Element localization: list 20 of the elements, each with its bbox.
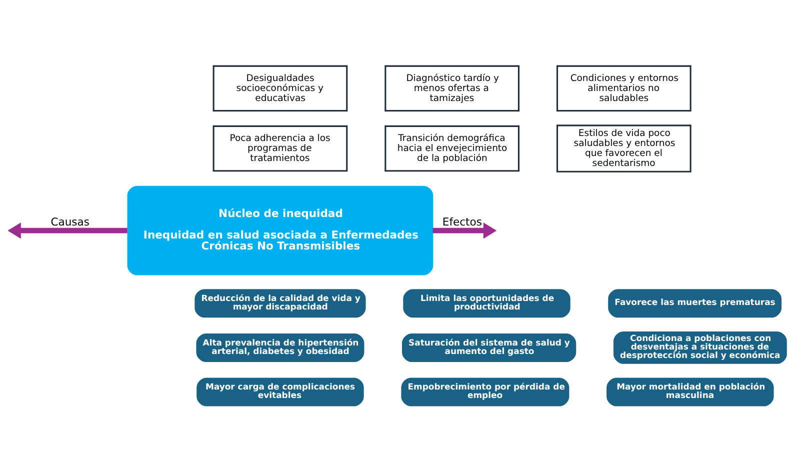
arrow: [432, 222, 497, 239]
edge-label: Causas: [50, 215, 90, 228]
node-box: Reducción de la calidad de vida y mayor discapacidad: [194, 289, 366, 318]
node-box: Diagnóstico tardío y menos ofertas a tamizajes: [384, 65, 520, 112]
node-box: Estilos de vida poco saludables y entornos que favorecen el sedentarismo: [556, 124, 692, 172]
node-box: Mayor mortalidad en población masculina: [606, 378, 774, 406]
node-box: Condiciones y entornos alimentarios no saludables: [556, 65, 692, 112]
node-box: Alta prevalencia de hipertensión arterial, diabetes y obesidad: [196, 333, 364, 362]
node-box: Saturación del sistema de salud y aumento del gasto: [402, 333, 576, 362]
node-box: Mayor carga de complicaciones evitables: [196, 378, 364, 406]
node-box: Empobrecimiento por pérdida de empleo: [401, 378, 570, 406]
node-box: Desigualdades socioeconómicas y educativas: [212, 65, 348, 112]
node-box: Poca adherencia a los programas de tratamientos: [212, 125, 348, 172]
node-box: Limita las oportunidades de productividad: [403, 289, 570, 318]
node-box: Núcleo de inequidad Inequidad en salud asociada a Enfermedades Crónicas No Transmisibles: [127, 186, 434, 276]
node-box: Condiciona a poblaciones con desventajas a situaciones de desprotección social y económica: [614, 332, 787, 364]
edge-label: Efectos: [442, 215, 482, 228]
node-box: Favorece las muertes prematuras: [608, 289, 782, 318]
arrow: [8, 222, 128, 239]
node-box: Transición demográfica hacia el envejecimiento de la población: [384, 125, 520, 172]
